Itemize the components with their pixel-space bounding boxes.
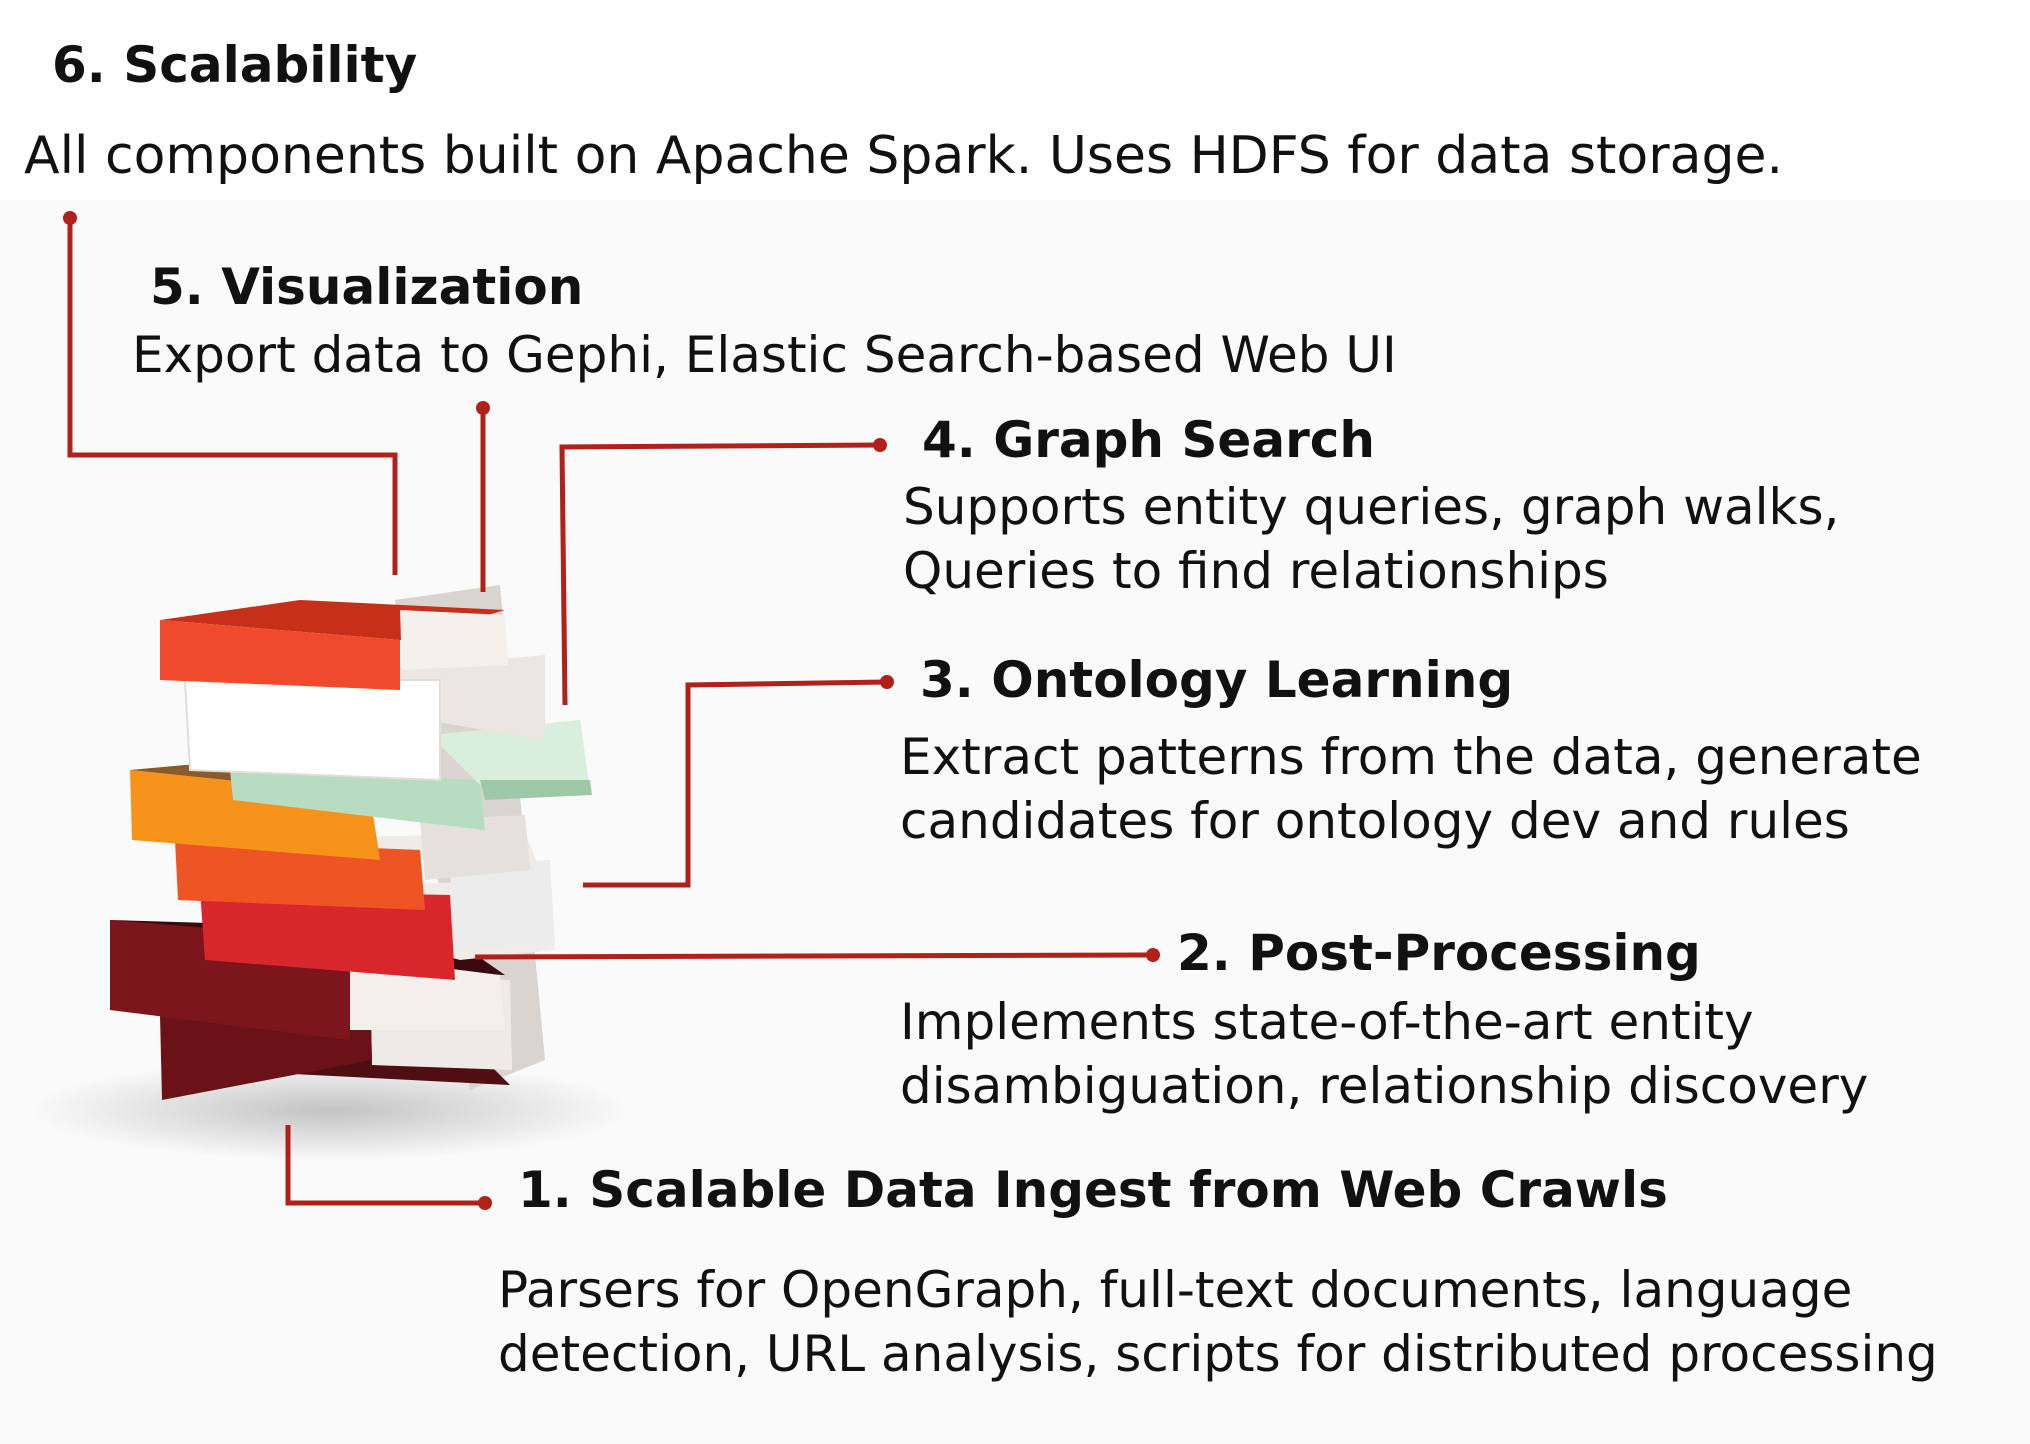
ontology-description: Extract patterns from the data, generate… bbox=[900, 725, 1922, 853]
connector-lines bbox=[67, 218, 1154, 1206]
dot-graph-search bbox=[873, 438, 887, 452]
connector-scalability bbox=[67, 218, 398, 575]
connector-post-processing bbox=[474, 952, 1154, 960]
graph-search-line-1: Supports entity queries, graph walks, bbox=[903, 478, 1840, 536]
graph-search-description: Supports entity queries, graph walks, Qu… bbox=[903, 475, 1839, 603]
post-processing-line-1: Implements state-of-the-art entity bbox=[900, 993, 1754, 1051]
post-processing-title: 2. Post-Processing bbox=[1177, 924, 1701, 982]
ontology-line-1: Extract patterns from the data, generate bbox=[900, 728, 1922, 786]
visualization-description: Export data to Gephi, Elastic Search-bas… bbox=[132, 323, 1397, 387]
visualization-line: Export data to Gephi, Elastic Search-bas… bbox=[132, 326, 1397, 384]
graph-search-line-2: Queries to find relationships bbox=[903, 542, 1609, 600]
graph-search-title: 4. Graph Search bbox=[922, 411, 1375, 469]
post-processing-line-2: disambiguation, relationship discovery bbox=[900, 1057, 1869, 1115]
post-processing-description: Implements state-of-the-art entity disam… bbox=[900, 990, 1868, 1118]
dot-ingest bbox=[478, 1196, 492, 1210]
connector-ontology bbox=[583, 679, 888, 888]
ingest-title: 1. Scalable Data Ingest from Web Crawls bbox=[518, 1161, 1668, 1219]
ontology-line-2: candidates for ontology dev and rules bbox=[900, 792, 1850, 850]
dot-visualization bbox=[476, 401, 490, 415]
scalability-title: 6. Scalability bbox=[52, 36, 418, 94]
connector-dots bbox=[63, 211, 1160, 1210]
dot-post-processing bbox=[1146, 948, 1160, 962]
ontology-title: 3. Ontology Learning bbox=[920, 651, 1514, 709]
drawer-top bbox=[160, 600, 508, 690]
connector-ingest bbox=[285, 1125, 485, 1206]
scalability-description: All components built on Apache Spark. Us… bbox=[24, 124, 1783, 188]
dot-scalability bbox=[63, 211, 77, 225]
ingest-description: Parsers for OpenGraph, full-text documen… bbox=[498, 1258, 1938, 1386]
ingest-line-2: detection, URL analysis, scripts for dis… bbox=[498, 1325, 1938, 1383]
drawer-mint bbox=[230, 720, 592, 830]
connector-graph-search bbox=[559, 442, 881, 706]
visualization-title: 5. Visualization bbox=[150, 258, 584, 316]
scalability-line: All components built on Apache Spark. Us… bbox=[24, 126, 1784, 186]
ingest-line-1: Parsers for OpenGraph, full-text documen… bbox=[498, 1261, 1853, 1319]
dot-ontology bbox=[880, 675, 894, 689]
